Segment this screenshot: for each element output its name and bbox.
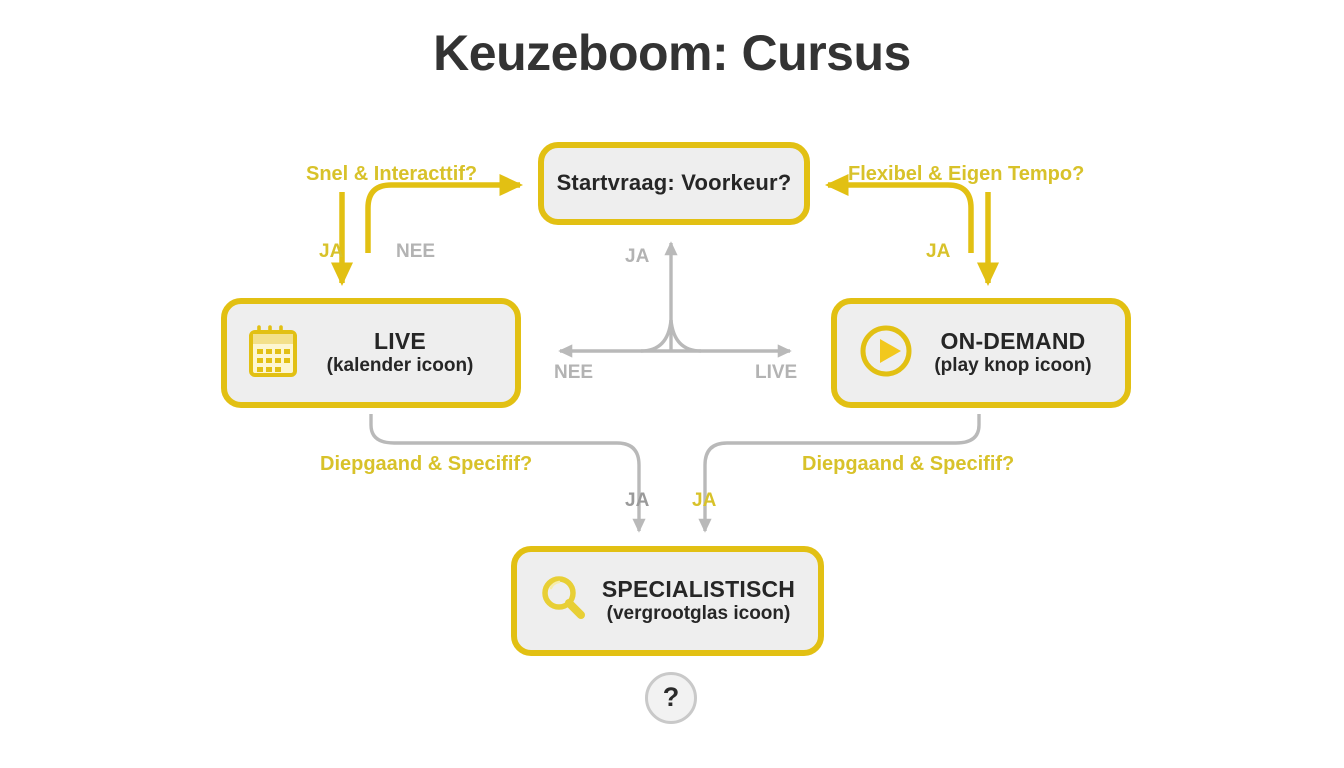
node-live-text: LIVE (kalender icoon) xyxy=(299,328,501,377)
node-live[interactable]: LIVE (kalender icoon) xyxy=(221,298,521,408)
node-ondemand[interactable]: ON-DEMAND (play knop icoon) xyxy=(831,298,1131,408)
play-button-icon xyxy=(857,322,915,385)
edge-label-left-no: NEE xyxy=(396,241,436,262)
edge-label-right-question: Flexibel & Eigen Tempo? xyxy=(848,163,1085,185)
node-ondemand-subtitle: (play knop icoon) xyxy=(934,355,1092,377)
edge-label-right-yes: JA xyxy=(926,241,951,262)
edge-label-right-deep-question: Diepgaand & Specifif? xyxy=(802,453,1015,475)
question-mark-icon: ? xyxy=(662,681,680,712)
node-live-title: LIVE xyxy=(374,328,426,355)
node-startvraag-title: Startvraag: Voorkeur? xyxy=(556,170,792,196)
node-specialistisch-text: SPECIALISTISCH (vergrootglas icoon) xyxy=(593,576,804,625)
wire-center-gray xyxy=(558,241,792,358)
node-specialistisch-subtitle: (vergrootglas icoon) xyxy=(606,603,791,625)
node-ondemand-title: ON-DEMAND xyxy=(940,328,1086,355)
node-startvraag[interactable]: Startvraag: Voorkeur? xyxy=(538,142,810,225)
node-specialistisch[interactable]: SPECIALISTISCH (vergrootglas icoon) xyxy=(511,546,824,656)
node-ondemand-text: ON-DEMAND (play knop icoon) xyxy=(915,328,1111,377)
edge-label-center-yes: JA xyxy=(625,246,650,267)
calendar-icon xyxy=(247,324,299,383)
page-title: Keuzeboom: Cursus xyxy=(433,25,911,81)
edge-label-right-deep-yes: JA xyxy=(692,490,717,511)
edge-label-center-live: LIVE xyxy=(755,362,798,383)
question-mark-node[interactable]: ? xyxy=(645,672,697,724)
edge-label-left-question: Snel & Interacttif? xyxy=(306,163,478,185)
edge-label-left-yes: JA xyxy=(319,241,344,262)
edge-label-left-deep-yes: JA xyxy=(625,490,650,511)
edge-label-left-deep-question: Diepgaand & Specifif? xyxy=(320,453,533,475)
magnifying-glass-icon xyxy=(535,570,593,633)
node-live-subtitle: (kalender icoon) xyxy=(326,355,474,377)
edge-label-center-no: NEE xyxy=(554,362,594,383)
node-specialistisch-title: SPECIALISTISCH xyxy=(601,576,796,603)
wire-left-gold-in xyxy=(365,173,524,253)
node-startvraag-text: Startvraag: Voorkeur? xyxy=(544,171,804,196)
